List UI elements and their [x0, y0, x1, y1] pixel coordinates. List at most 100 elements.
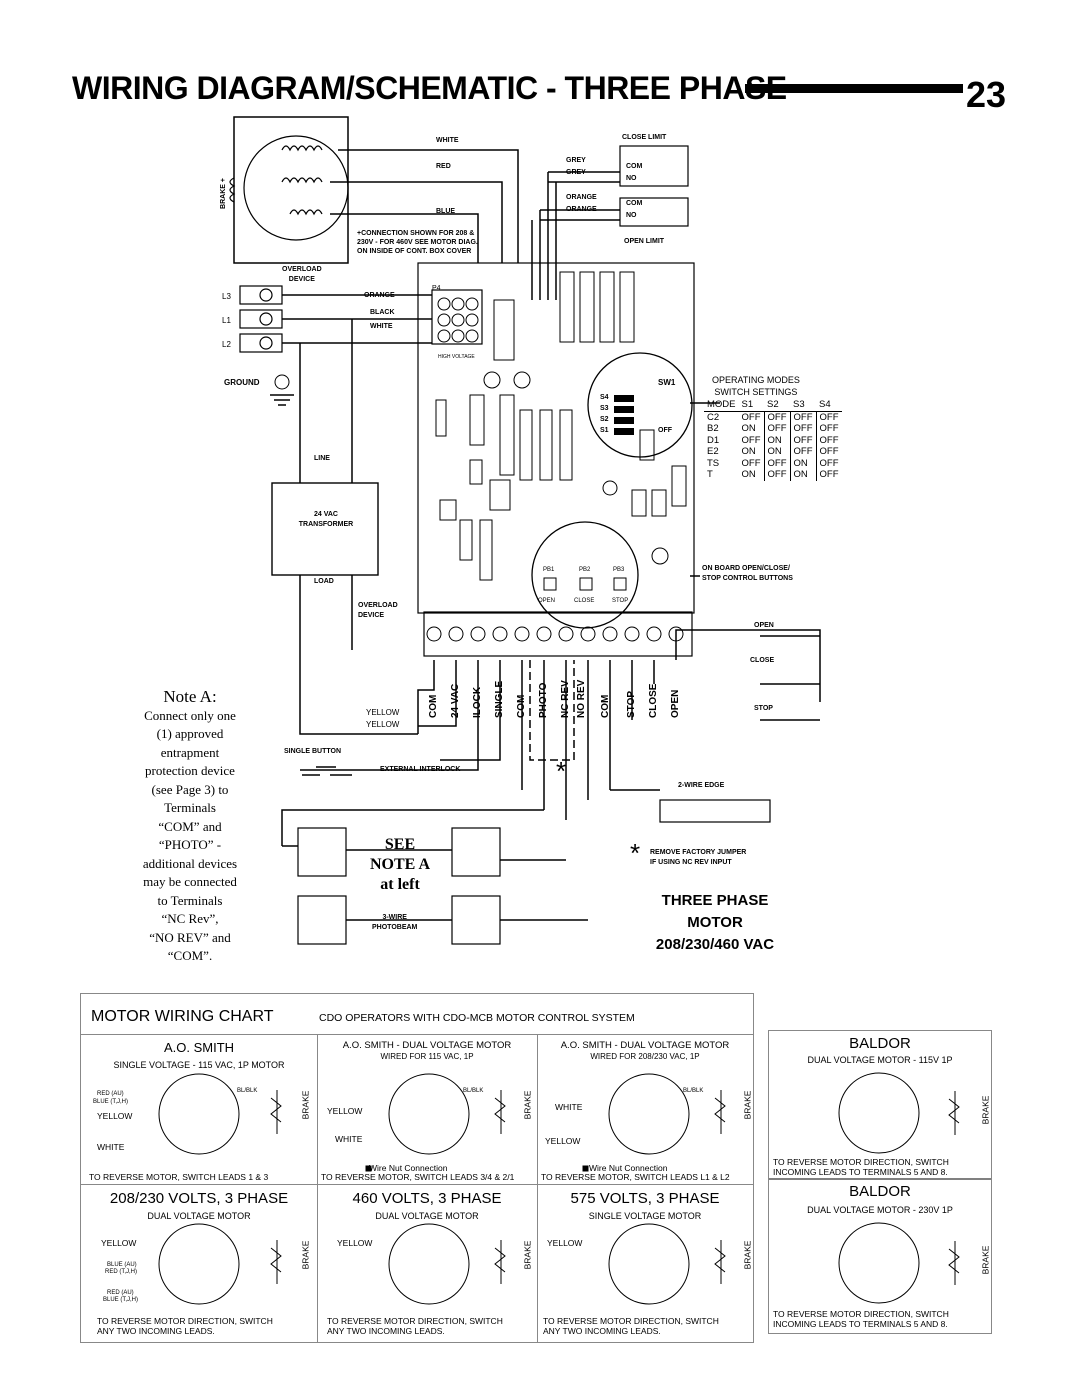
chart-title: MOTOR WIRING CHART	[91, 1008, 274, 1025]
asterisk: *	[556, 756, 567, 786]
load-label: LOAD	[314, 578, 334, 585]
pb-close-label: CLOSE	[574, 598, 595, 604]
white-wire-label: WHITE	[370, 323, 393, 330]
s4-label: S4	[600, 394, 609, 401]
lead-yellow: YELLOW	[337, 1238, 373, 1248]
reverse-1-3: TO REVERSE MOTOR, SWITCH LEADS 1 & 3	[89, 1172, 269, 1182]
volts-208: 208/230 VOLTS, 3 PHASE	[109, 1190, 289, 1207]
asterisk: *	[630, 838, 641, 868]
lead-white: WHITE	[97, 1142, 125, 1152]
external-interlock-label: EXTERNAL INTERLOCK	[380, 766, 461, 773]
terminal-24vac: 24 VAC	[450, 683, 461, 718]
wire-nut-label: Wire Nut Connection	[589, 1163, 668, 1173]
brake-label: BRAKE	[522, 1090, 533, 1120]
wire-red-label: RED	[436, 163, 451, 170]
lead-yellow: YELLOW	[101, 1238, 137, 1248]
terminal-close: CLOSE	[648, 683, 659, 718]
grey-label: GREY	[566, 157, 586, 164]
l3-label: L3	[222, 292, 231, 301]
brake-label: BRAKE	[522, 1240, 533, 1270]
single-button-label: SINGLE BUTTON	[284, 748, 342, 755]
l1-label: L1	[222, 316, 231, 325]
baldor-title-2: BALDOR	[849, 1183, 911, 1200]
stop-button-label: STOP	[754, 705, 773, 712]
pb2-label: PB2	[579, 567, 591, 573]
terminal-strip	[423, 611, 693, 657]
s2-label: S2	[600, 416, 609, 423]
lead-yellow: YELLOW	[327, 1106, 363, 1116]
close-button-label: CLOSE	[750, 657, 775, 664]
schematic-drawing	[229, 116, 821, 945]
volts-575: 575 VOLTS, 3 PHASE	[570, 1190, 720, 1207]
terminal-no-rev: NO REV	[576, 679, 587, 718]
lead-blue-tjh: BLUE (T,J,H)	[93, 1099, 129, 1105]
baldor-115: DUAL VOLTAGE MOTOR - 115V 1P	[807, 1055, 953, 1065]
brake-label: BRAKE	[980, 1245, 991, 1275]
yellow-label: YELLOW	[366, 720, 400, 729]
terminal-nc-rev: NC REV	[560, 680, 571, 718]
dual-voltage-motor: DUAL VOLTAGE MOTOR	[375, 1211, 479, 1221]
baldor-230: DUAL VOLTAGE MOTOR - 230V 1P	[807, 1205, 953, 1215]
page-number: 23	[966, 74, 1007, 115]
p4-label: P4	[432, 285, 441, 292]
high-voltage-label: HIGH VOLTAGE	[438, 354, 475, 360]
off-label: OFF	[658, 427, 672, 434]
chart-subtitle: CDO OPERATORS WITH CDO-MCB MOTOR CONTROL…	[319, 1012, 635, 1024]
s1-label: S1	[600, 427, 609, 434]
terminal-ilock: ILOCK	[472, 686, 483, 718]
dual-208-sub: WIRED FOR 208/230 VAC, 1P	[590, 1052, 700, 1061]
open-button-label: OPEN	[754, 622, 774, 629]
control-board	[417, 262, 695, 614]
open-limit-label: OPEN LIMIT	[624, 238, 665, 245]
chart-motor-diagrams	[158, 1073, 726, 1305]
brake-label: BRAKE	[742, 1090, 753, 1120]
no-label: NO	[626, 175, 637, 182]
dual-voltage-motor: DUAL VOLTAGE MOTOR	[147, 1211, 251, 1221]
pb-open-label: OPEN	[538, 598, 556, 604]
reverse-l1-l2: TO REVERSE MOTOR, SWITCH LEADS L1 & L2	[541, 1172, 730, 1182]
wire-nut-label: Wire Nut Connection	[369, 1163, 448, 1173]
lead-red-au: RED (AU)	[107, 1290, 134, 1296]
page-title: WIRING DIAGRAM/SCHEMATIC - THREE PHASE	[72, 70, 787, 106]
pb1-label: PB1	[543, 567, 555, 573]
volts-460: 460 VOLTS, 3 PHASE	[352, 1190, 502, 1207]
terminal-stop: STOP	[626, 690, 637, 718]
yellow-label: YELLOW	[366, 708, 400, 717]
lead-blblk: BL/BLK	[683, 1088, 704, 1094]
lead-blblk: BL/BLK	[463, 1088, 484, 1094]
dual-115-title: A.O. SMITH - DUAL VOLTAGE MOTOR	[342, 1040, 512, 1051]
terminal-single: SINGLE	[494, 680, 505, 718]
grey-label: GREY	[566, 169, 586, 176]
line-label: LINE	[314, 455, 330, 462]
terminal-photo: PHOTO	[538, 682, 549, 718]
brake-label: BRAKE	[980, 1095, 991, 1125]
dual-208-title: A.O. SMITH - DUAL VOLTAGE MOTOR	[560, 1040, 730, 1051]
dual-115-sub: WIRED FOR 115 VAC, 1P	[380, 1052, 474, 1061]
single-voltage-motor: SINGLE VOLTAGE MOTOR	[588, 1211, 702, 1221]
orange-label: ORANGE	[566, 206, 597, 213]
pb3-label: PB3	[613, 567, 625, 573]
terminal-com: COM	[516, 694, 527, 718]
pb-stop-label: STOP	[612, 598, 629, 604]
lead-white: WHITE	[335, 1134, 363, 1144]
sw1-label: SW1	[658, 378, 676, 387]
close-limit-label: CLOSE LIMIT	[622, 134, 667, 141]
lead-yellow: YELLOW	[545, 1136, 581, 1146]
baldor-chart: BALDOR DUAL VOLTAGE MOTOR - 115V 1P BRAK…	[768, 1030, 992, 1334]
com-label: COM	[626, 163, 643, 170]
motor-circle	[243, 135, 349, 241]
